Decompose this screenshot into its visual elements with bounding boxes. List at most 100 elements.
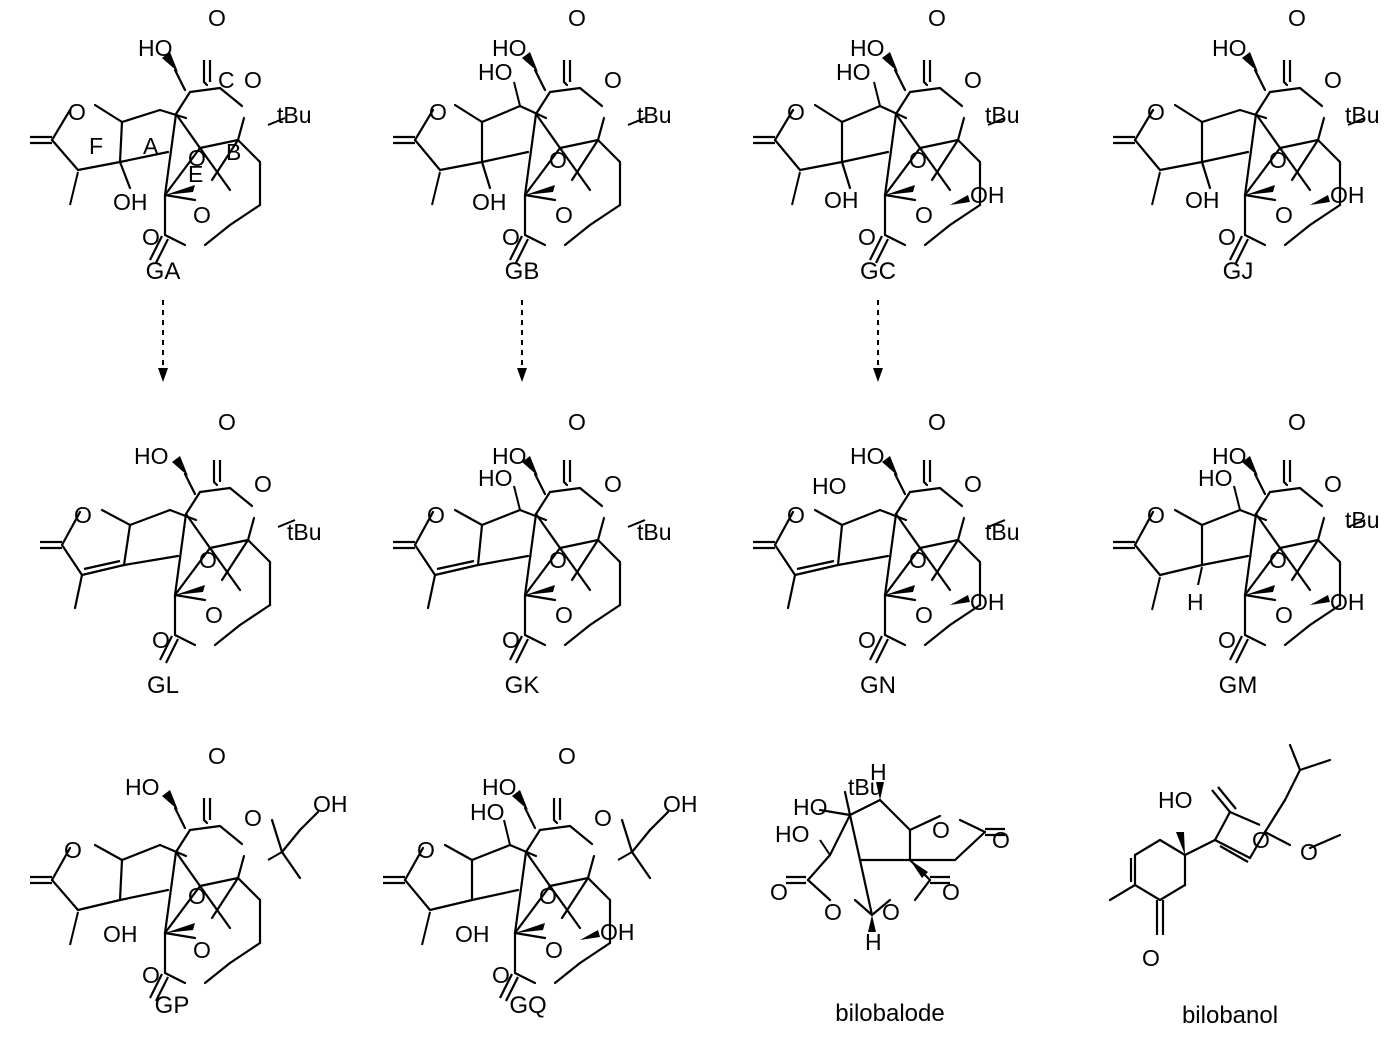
ga-ring-e-label: E (188, 161, 203, 187)
gq-ho2-label: HO (470, 799, 505, 825)
gl-oxygen-atom-2: O (254, 471, 272, 497)
gc-oh1-label: OH (824, 187, 859, 213)
structure-gc (753, 52, 1006, 265)
gc-ho2-label: HO (836, 59, 871, 85)
bilobalode-oxygen-atom-6: O (942, 879, 960, 905)
caption-gm: GM (1218, 672, 1258, 699)
ga-ring-f-label: F (89, 133, 103, 159)
structure-gj (1113, 52, 1366, 265)
gb-ho2-label: HO (478, 59, 513, 85)
caption-bilobalode: bilobalode (835, 1000, 945, 1027)
gm-oxygen-atom-3: O (1288, 409, 1306, 435)
gq-oxygen-atom-5: O (545, 937, 563, 963)
gl-oxygen-atom-1: O (74, 502, 92, 528)
gc-tbu-label: tBu (985, 102, 1020, 128)
gb-oh-label: OH (472, 189, 507, 215)
caption-gq: GQ (509, 992, 547, 1019)
gj-oxygen-atom-2: O (1324, 67, 1342, 93)
ga-oxygen-atom-6: O (142, 224, 160, 250)
gm-ho2-label: HO (1198, 465, 1233, 491)
gq-ho1-label: HO (482, 774, 517, 800)
gq-oxygen-atom-3: O (558, 743, 576, 769)
gj-ho-label: HO (1212, 35, 1247, 61)
gn-tbu-label: tBu (985, 519, 1020, 545)
arrow-gc-gn (873, 300, 883, 382)
bilobalode-ho2-label: HO (775, 821, 810, 847)
gk-oxygen-atom-6: O (502, 627, 520, 653)
structure-bilobalode (786, 782, 1005, 932)
gk-oxygen-atom-2: O (604, 471, 622, 497)
gk-ho2-label: HO (478, 465, 513, 491)
gb-oxygen-atom-2: O (604, 67, 622, 93)
gq-oh2-label: OH (600, 919, 635, 945)
gj-oxygen-atom-5: O (1275, 202, 1293, 228)
structure-gq (383, 790, 670, 1003)
gl-oxygen-atom-5: O (205, 602, 223, 628)
gn-oxygen-atom-4: O (909, 547, 927, 573)
bilobanol-ho-label: HO (1158, 787, 1193, 813)
bilobalode-h1-label: H (870, 759, 887, 785)
gj-tbu-label: tBu (1345, 102, 1380, 128)
ga-ring-a-label: A (143, 133, 159, 159)
gp-oxygen-atom-5: O (193, 937, 211, 963)
caption-bilobanol: bilobanol (1181, 1002, 1279, 1029)
caption-ga: GA (145, 258, 181, 285)
caption-gk: GK (504, 672, 540, 699)
gk-oxygen-atom-4: O (549, 547, 567, 573)
gk-oxygen-atom-5: O (555, 602, 573, 628)
caption-gn: GN (860, 672, 896, 699)
gp-oh1-label: OH (103, 921, 138, 947)
gn-oxygen-atom-2: O (964, 471, 982, 497)
structure-gk (393, 456, 646, 665)
gb-oxygen-atom-1: O (429, 99, 447, 125)
gc-oxygen-atom-3: O (928, 5, 946, 31)
gj-oxygen-atom-3: O (1288, 5, 1306, 31)
gj-oh1-label: OH (1185, 187, 1220, 213)
gc-oxygen-atom-6: O (858, 224, 876, 250)
ga-oxygen-atom-1: O (68, 99, 86, 125)
gj-oxygen-atom-6: O (1218, 224, 1236, 250)
gl-oxygen-atom-6: O (152, 627, 170, 653)
gj-oxygen-atom-1: O (1147, 99, 1165, 125)
ga-oxygen-atom-5: O (193, 202, 211, 228)
gp-oxygen-atom-6: O (142, 962, 160, 988)
ga-tbu-label: tBu (277, 102, 312, 128)
gj-oh2-label: OH (1330, 182, 1365, 208)
gn-oh-label: OH (970, 589, 1005, 615)
ga-oh-label: OH (113, 189, 148, 215)
gp-oxygen-atom-2: O (244, 805, 262, 831)
structure-bilobanol (1108, 743, 1342, 935)
gl-tbu-label: tBu (287, 519, 322, 545)
bilobalode-h2-label: H (865, 929, 882, 955)
gb-oxygen-atom-6: O (502, 224, 520, 250)
bilobalode-ho1-label: HO (793, 794, 828, 820)
gn-ho1-label: HO (850, 443, 885, 469)
bilobanol-oxygen-atom-1: O (1142, 945, 1160, 971)
gq-oxygen-atom-2: O (594, 805, 612, 831)
arrow-ga-gl (158, 300, 168, 382)
gn-oxygen-atom-6: O (858, 627, 876, 653)
gc-oxygen-atom-4: O (909, 147, 927, 173)
gp-ho-label: HO (125, 774, 160, 800)
bilobanol-oxygen-atom-3: O (1300, 839, 1318, 865)
gk-ho1-label: HO (492, 443, 527, 469)
gb-tbu-label: tBu (637, 102, 672, 128)
gc-oxygen-atom-1: O (787, 99, 805, 125)
gm-oh-label: OH (1330, 589, 1365, 615)
bilobalode-oxygen-atom-1: O (932, 817, 950, 843)
bilobalode-oxygen-atom-3: O (770, 879, 788, 905)
gj-oxygen-atom-4: O (1269, 147, 1287, 173)
gq-oh3-label: OH (663, 791, 698, 817)
gn-oxygen-atom-3: O (928, 409, 946, 435)
structure-gl (40, 456, 296, 665)
gb-oxygen-atom-5: O (555, 202, 573, 228)
arrow-gb-gk (517, 300, 527, 382)
structure-gn (753, 456, 1006, 665)
ga-ho-label: HO (138, 35, 173, 61)
bilobalode-oxygen-atom-4: O (824, 899, 842, 925)
ga-ring-b-label: B (226, 139, 241, 165)
gm-oxygen-atom-2: O (1324, 471, 1342, 497)
gm-oxygen-atom-5: O (1275, 602, 1293, 628)
gl-oxygen-atom-3: O (218, 409, 236, 435)
